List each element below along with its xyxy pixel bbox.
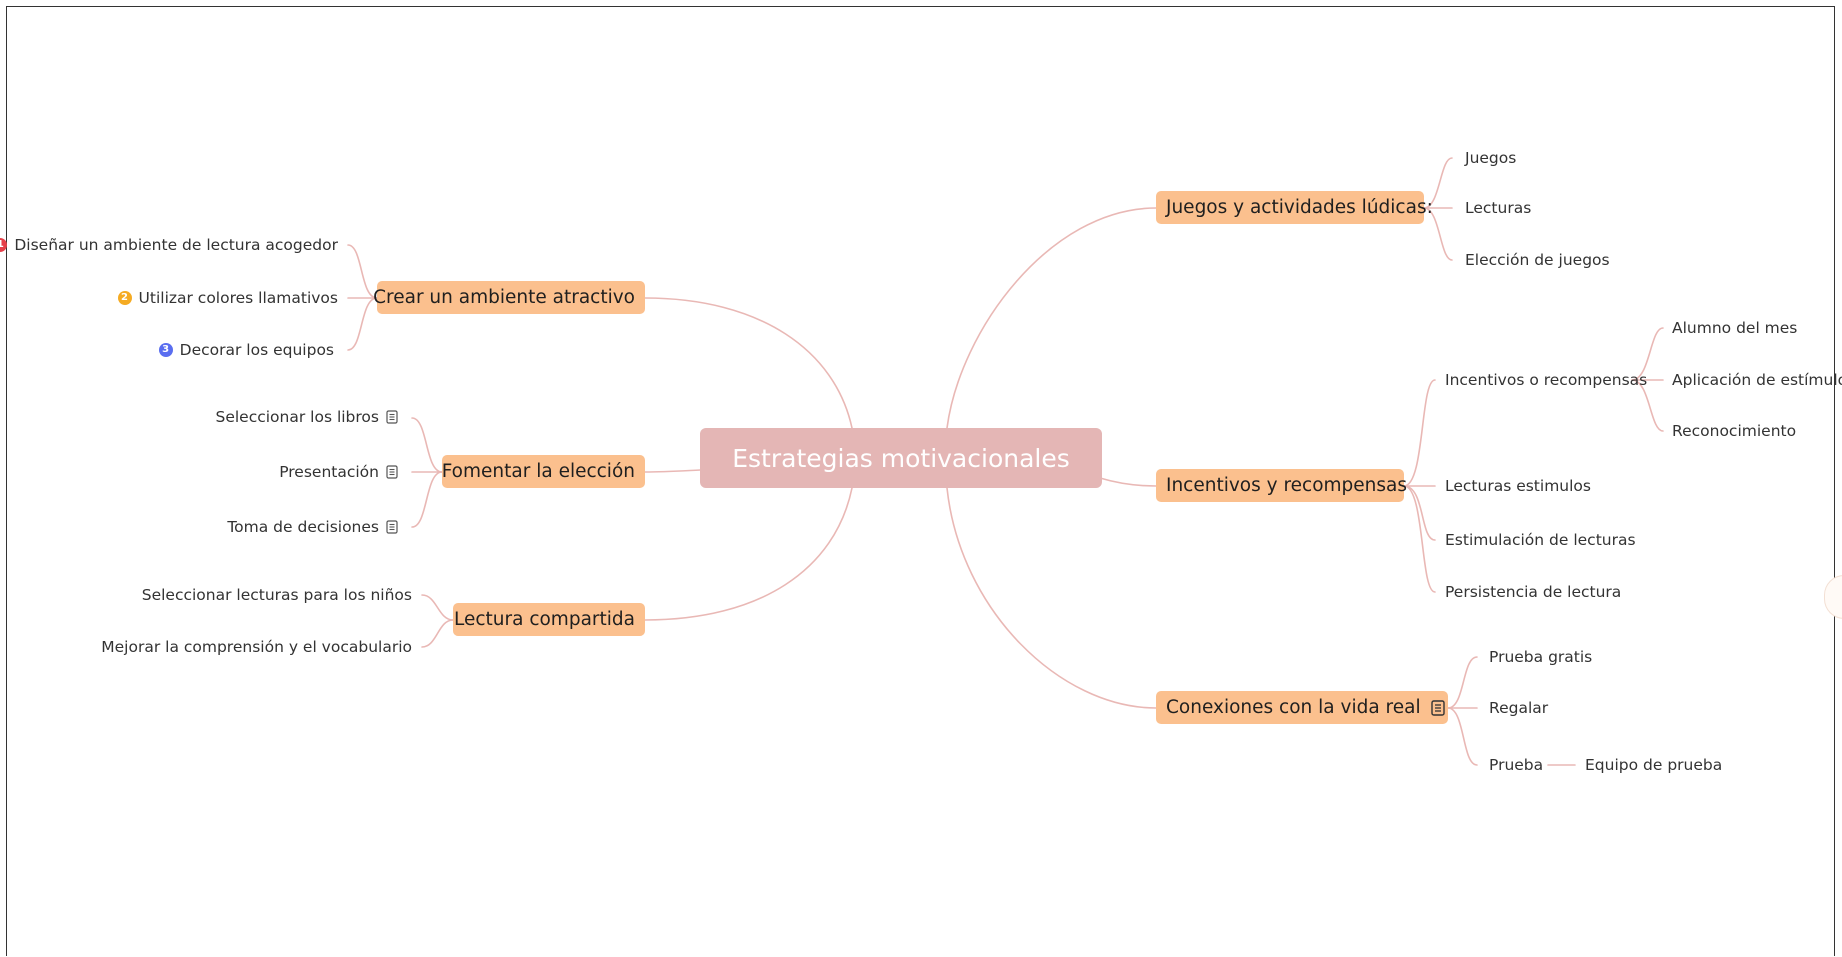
subtopic-label: Seleccionar lecturas para los niños <box>141 586 412 604</box>
topic-label: Lectura compartida <box>453 609 635 630</box>
subtopic-label: Presentación <box>279 463 379 481</box>
note-icon[interactable] <box>386 465 398 479</box>
subtopic-label: Juegos <box>1465 149 1517 167</box>
topic-fomentar-eleccion[interactable]: Fomentar la elección <box>442 455 645 488</box>
subtopic-toma-decisiones[interactable]: Toma de decisiones <box>100 516 398 538</box>
topic-incentivos-recompensas[interactable]: Incentivos y recompensas <box>1156 469 1408 502</box>
subtopic-prueba[interactable]: Prueba <box>1489 754 1543 776</box>
subtopic-equipo-de-prueba[interactable]: Equipo de prueba <box>1585 754 1722 776</box>
subtopic-label: Decorar los equipos <box>179 341 334 359</box>
topic-lectura-compartida[interactable]: Lectura compartida <box>453 603 645 636</box>
link-central-fomentar <box>644 469 701 473</box>
subtopic-label: Diseñar un ambiente de lectura acogedor <box>14 236 338 254</box>
subtopic-label: Prueba gratis <box>1489 648 1593 666</box>
note-icon[interactable] <box>386 520 398 534</box>
subtopic-label: Toma de decisiones <box>227 518 379 536</box>
subtopic-eleccion-juegos[interactable]: Elección de juegos <box>1465 249 1610 271</box>
subtopic-label: Regalar <box>1489 699 1549 717</box>
central-topic[interactable]: Estrategias motivacionales <box>700 428 1102 488</box>
subtopic-seleccionar-libros[interactable]: Seleccionar los libros <box>100 406 398 428</box>
subtopic-label: Incentivos o recompensas <box>1445 371 1648 389</box>
note-icon[interactable] <box>386 410 398 424</box>
subtopic-label: Lecturas estimulos <box>1445 477 1591 495</box>
priority-2-icon: 2 <box>117 291 132 305</box>
subtopic-label: Aplicación de estímulos <box>1672 371 1842 389</box>
subtopic-alumno-del-mes[interactable]: Alumno del mes <box>1672 317 1797 339</box>
subtopic-label: Elección de juegos <box>1465 251 1610 269</box>
subtopic-label: Prueba <box>1489 756 1544 774</box>
topic-label: Conexiones con la vida real <box>1166 697 1421 718</box>
subtopic-label: Mejorar la comprensión y el vocabulario <box>101 638 412 656</box>
link-central-juegos <box>946 207 1157 429</box>
subtopic-regalar[interactable]: Regalar <box>1489 697 1548 719</box>
subtopic-lecturas[interactable]: Lecturas <box>1465 197 1531 219</box>
note-icon[interactable] <box>1430 699 1445 716</box>
subtopic-label: Equipo de prueba <box>1585 756 1723 774</box>
topic-label: Juegos y actividades lúdicas: <box>1166 197 1433 218</box>
topic-label: Crear un ambiente atractivo <box>373 287 635 308</box>
subtopic-incentivos-o-recompensas[interactable]: Incentivos o recompensas <box>1445 369 1647 391</box>
topic-juegos-actividades[interactable]: Juegos y actividades lúdicas: <box>1156 191 1433 224</box>
priority-3-icon: 3 <box>158 343 173 357</box>
subtopic-utilizar-colores[interactable]: 2 Utilizar colores llamativos <box>20 287 338 309</box>
priority-1-icon: 1 <box>0 238 8 252</box>
subtopic-label: Utilizar colores llamativos <box>138 289 338 307</box>
subtopic-label: Alumno del mes <box>1672 319 1798 337</box>
topic-crear-ambiente[interactable]: Crear un ambiente atractivo <box>373 281 645 314</box>
subtopic-mejorar-comprension[interactable]: Mejorar la comprensión y el vocabulario <box>60 636 412 658</box>
topic-conexiones-vida-real[interactable]: Conexiones con la vida real <box>1156 691 1448 724</box>
subtopic-label: Estimulación de lecturas <box>1445 531 1636 549</box>
subtopic-disenar-ambiente[interactable]: 1 Diseñar un ambiente de lectura acogedo… <box>0 234 338 256</box>
subtopic-reconocimiento[interactable]: Reconocimiento <box>1672 420 1796 442</box>
topic-label: Incentivos y recompensas <box>1166 475 1408 496</box>
subtopic-aplicacion-estimulos[interactable]: Aplicación de estímulos <box>1672 369 1842 391</box>
link-central-lectura <box>644 487 853 621</box>
subtopic-label: Reconocimiento <box>1672 422 1797 440</box>
subtopic-prueba-gratis[interactable]: Prueba gratis <box>1489 646 1592 668</box>
canvas-frame <box>6 6 1835 956</box>
subtopic-decorar-equipos[interactable]: 3 Decorar los equipos <box>20 339 334 361</box>
subtopic-presentacion[interactable]: Presentación <box>100 461 398 483</box>
link-central-conexiones <box>946 487 1157 709</box>
subtopic-label: Seleccionar los libros <box>215 408 379 426</box>
subtopic-label: Lecturas <box>1465 199 1532 217</box>
topic-label: Fomentar la elección <box>441 461 635 482</box>
subtopic-persistencia-lectura[interactable]: Persistencia de lectura <box>1445 581 1621 603</box>
link-central-incentivos <box>1099 477 1157 487</box>
subtopic-estimulacion-lecturas[interactable]: Estimulación de lecturas <box>1445 529 1636 551</box>
subtopic-juegos[interactable]: Juegos <box>1465 147 1516 169</box>
subtopic-label: Persistencia de lectura <box>1445 583 1622 601</box>
subtopic-lecturas-estimulos[interactable]: Lecturas estimulos <box>1445 475 1591 497</box>
link-central-crear <box>644 297 853 429</box>
central-topic-label: Estrategias motivacionales <box>732 443 1070 473</box>
subtopic-seleccionar-lecturas[interactable]: Seleccionar lecturas para los niños <box>60 584 412 606</box>
